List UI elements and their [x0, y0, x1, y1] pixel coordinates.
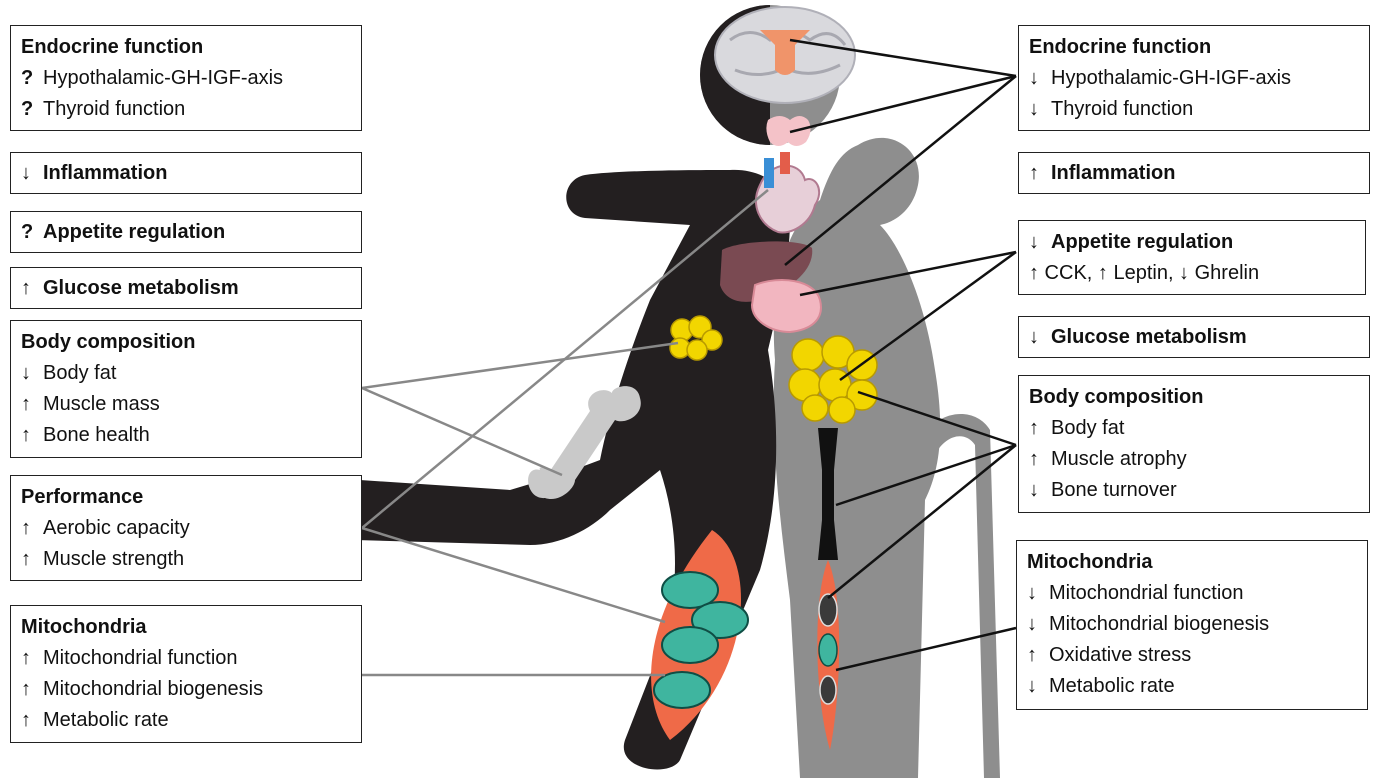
right-mito-sym-4: ↓: [1027, 671, 1049, 702]
right-mito-item-2: Mitochondrial biogenesis: [1049, 613, 1269, 635]
right-appetite-sym: ↓: [1029, 227, 1051, 258]
left-mito-title: Mitochondria: [21, 612, 351, 643]
right-glucose-label: Glucose metabolism: [1051, 322, 1247, 353]
right-mito-sym-2: ↓: [1027, 609, 1049, 640]
left-body-item-2: Muscle mass: [43, 393, 160, 415]
right-body-item-1: Body fat: [1051, 417, 1124, 439]
left-body-box: Body composition ↓Body fat ↑Muscle mass …: [10, 320, 362, 458]
left-mito-sym-2: ↑: [21, 674, 43, 705]
right-mito-item-3: Oxidative stress: [1049, 644, 1191, 666]
right-inflammation-sym: ↑: [1029, 158, 1051, 189]
left-endocrine-sym-2: ?: [21, 94, 43, 125]
left-glucose-sym: ↑: [21, 273, 43, 304]
left-endocrine-title: Endocrine function: [21, 32, 351, 63]
right-mito-title: Mitochondria: [1027, 547, 1357, 578]
left-body-item-3: Bone health: [43, 424, 150, 446]
right-glucose-sym: ↓: [1029, 322, 1051, 353]
right-appetite-hormones: ↑ CCK, ↑ Leptin, ↓ Ghrelin: [1029, 258, 1355, 289]
young-muscle: [651, 530, 748, 740]
right-endocrine-box: Endocrine function ↓Hypothalamic-GH-IGF-…: [1018, 25, 1370, 131]
left-endocrine-item-1: Hypothalamic-GH-IGF-axis: [43, 67, 283, 89]
right-body-sym-1: ↑: [1029, 413, 1051, 444]
right-endocrine-sym-1: ↓: [1029, 63, 1051, 94]
left-mito-item-2: Mitochondrial biogenesis: [43, 678, 263, 700]
right-body-item-3: Bone turnover: [1051, 479, 1177, 501]
left-performance-item-1: Aerobic capacity: [43, 517, 190, 539]
left-appetite-sym: ?: [21, 217, 43, 248]
left-mito-sym-3: ↑: [21, 705, 43, 736]
left-glucose-box: ↑Glucose metabolism: [10, 267, 362, 309]
left-endocrine-sym-1: ?: [21, 63, 43, 94]
right-endocrine-title: Endocrine function: [1029, 32, 1359, 63]
runner-silhouette: [339, 5, 840, 770]
left-body-sym-2: ↑: [21, 389, 43, 420]
left-performance-sym-1: ↑: [21, 513, 43, 544]
right-endocrine-sym-2: ↓: [1029, 94, 1051, 125]
right-mito-item-1: Mitochondrial function: [1049, 582, 1244, 604]
left-appetite-box: ?Appetite regulation: [10, 211, 362, 253]
right-mito-box: Mitochondria ↓Mitochondrial function ↓Mi…: [1016, 540, 1368, 710]
intestine: [752, 280, 821, 332]
left-mito-item-3: Metabolic rate: [43, 709, 169, 731]
left-body-sym-3: ↑: [21, 420, 43, 451]
right-body-sym-3: ↓: [1029, 475, 1051, 506]
left-appetite-label: Appetite regulation: [43, 217, 225, 248]
left-body-title: Body composition: [21, 327, 351, 358]
left-inflammation-sym: ↓: [21, 158, 43, 189]
left-inflammation-label: Inflammation: [43, 158, 167, 189]
right-inflammation-box: ↑Inflammation: [1018, 152, 1370, 194]
brain: [715, 7, 855, 103]
right-body-box: Body composition ↑Body fat ↑Muscle atrop…: [1018, 375, 1370, 513]
right-body-sym-2: ↑: [1029, 444, 1051, 475]
left-performance-item-2: Muscle strength: [43, 548, 184, 570]
left-inflammation-box: ↓Inflammation: [10, 152, 362, 194]
right-endocrine-item-2: Thyroid function: [1051, 98, 1193, 120]
right-inflammation-label: Inflammation: [1051, 158, 1175, 189]
left-endocrine-box: Endocrine function ?Hypothalamic-GH-IGF-…: [10, 25, 362, 131]
left-body-item-1: Body fat: [43, 362, 116, 384]
right-body-item-2: Muscle atrophy: [1051, 448, 1187, 470]
thyroid: [766, 116, 810, 146]
right-mito-sym-3: ↑: [1027, 640, 1049, 671]
left-performance-sym-2: ↑: [21, 544, 43, 575]
left-mito-item-1: Mitochondrial function: [43, 647, 238, 669]
left-endocrine-item-2: Thyroid function: [43, 98, 185, 120]
right-mito-sym-1: ↓: [1027, 578, 1049, 609]
right-glucose-box: ↓Glucose metabolism: [1018, 316, 1370, 358]
right-appetite-label: Appetite regulation: [1051, 231, 1233, 253]
right-mito-item-4: Metabolic rate: [1049, 675, 1175, 697]
left-mito-box: Mitochondria ↑Mitochondrial function ↑Mi…: [10, 605, 362, 743]
left-performance-box: Performance ↑Aerobic capacity ↑Muscle st…: [10, 475, 362, 581]
left-glucose-label: Glucose metabolism: [43, 273, 239, 304]
left-body-sym-1: ↓: [21, 358, 43, 389]
left-performance-title: Performance: [21, 482, 351, 513]
right-endocrine-item-1: Hypothalamic-GH-IGF-axis: [1051, 67, 1291, 89]
left-mito-sym-1: ↑: [21, 643, 43, 674]
right-body-title: Body composition: [1029, 382, 1359, 413]
right-appetite-box: ↓Appetite regulation ↑ CCK, ↑ Leptin, ↓ …: [1018, 220, 1366, 295]
